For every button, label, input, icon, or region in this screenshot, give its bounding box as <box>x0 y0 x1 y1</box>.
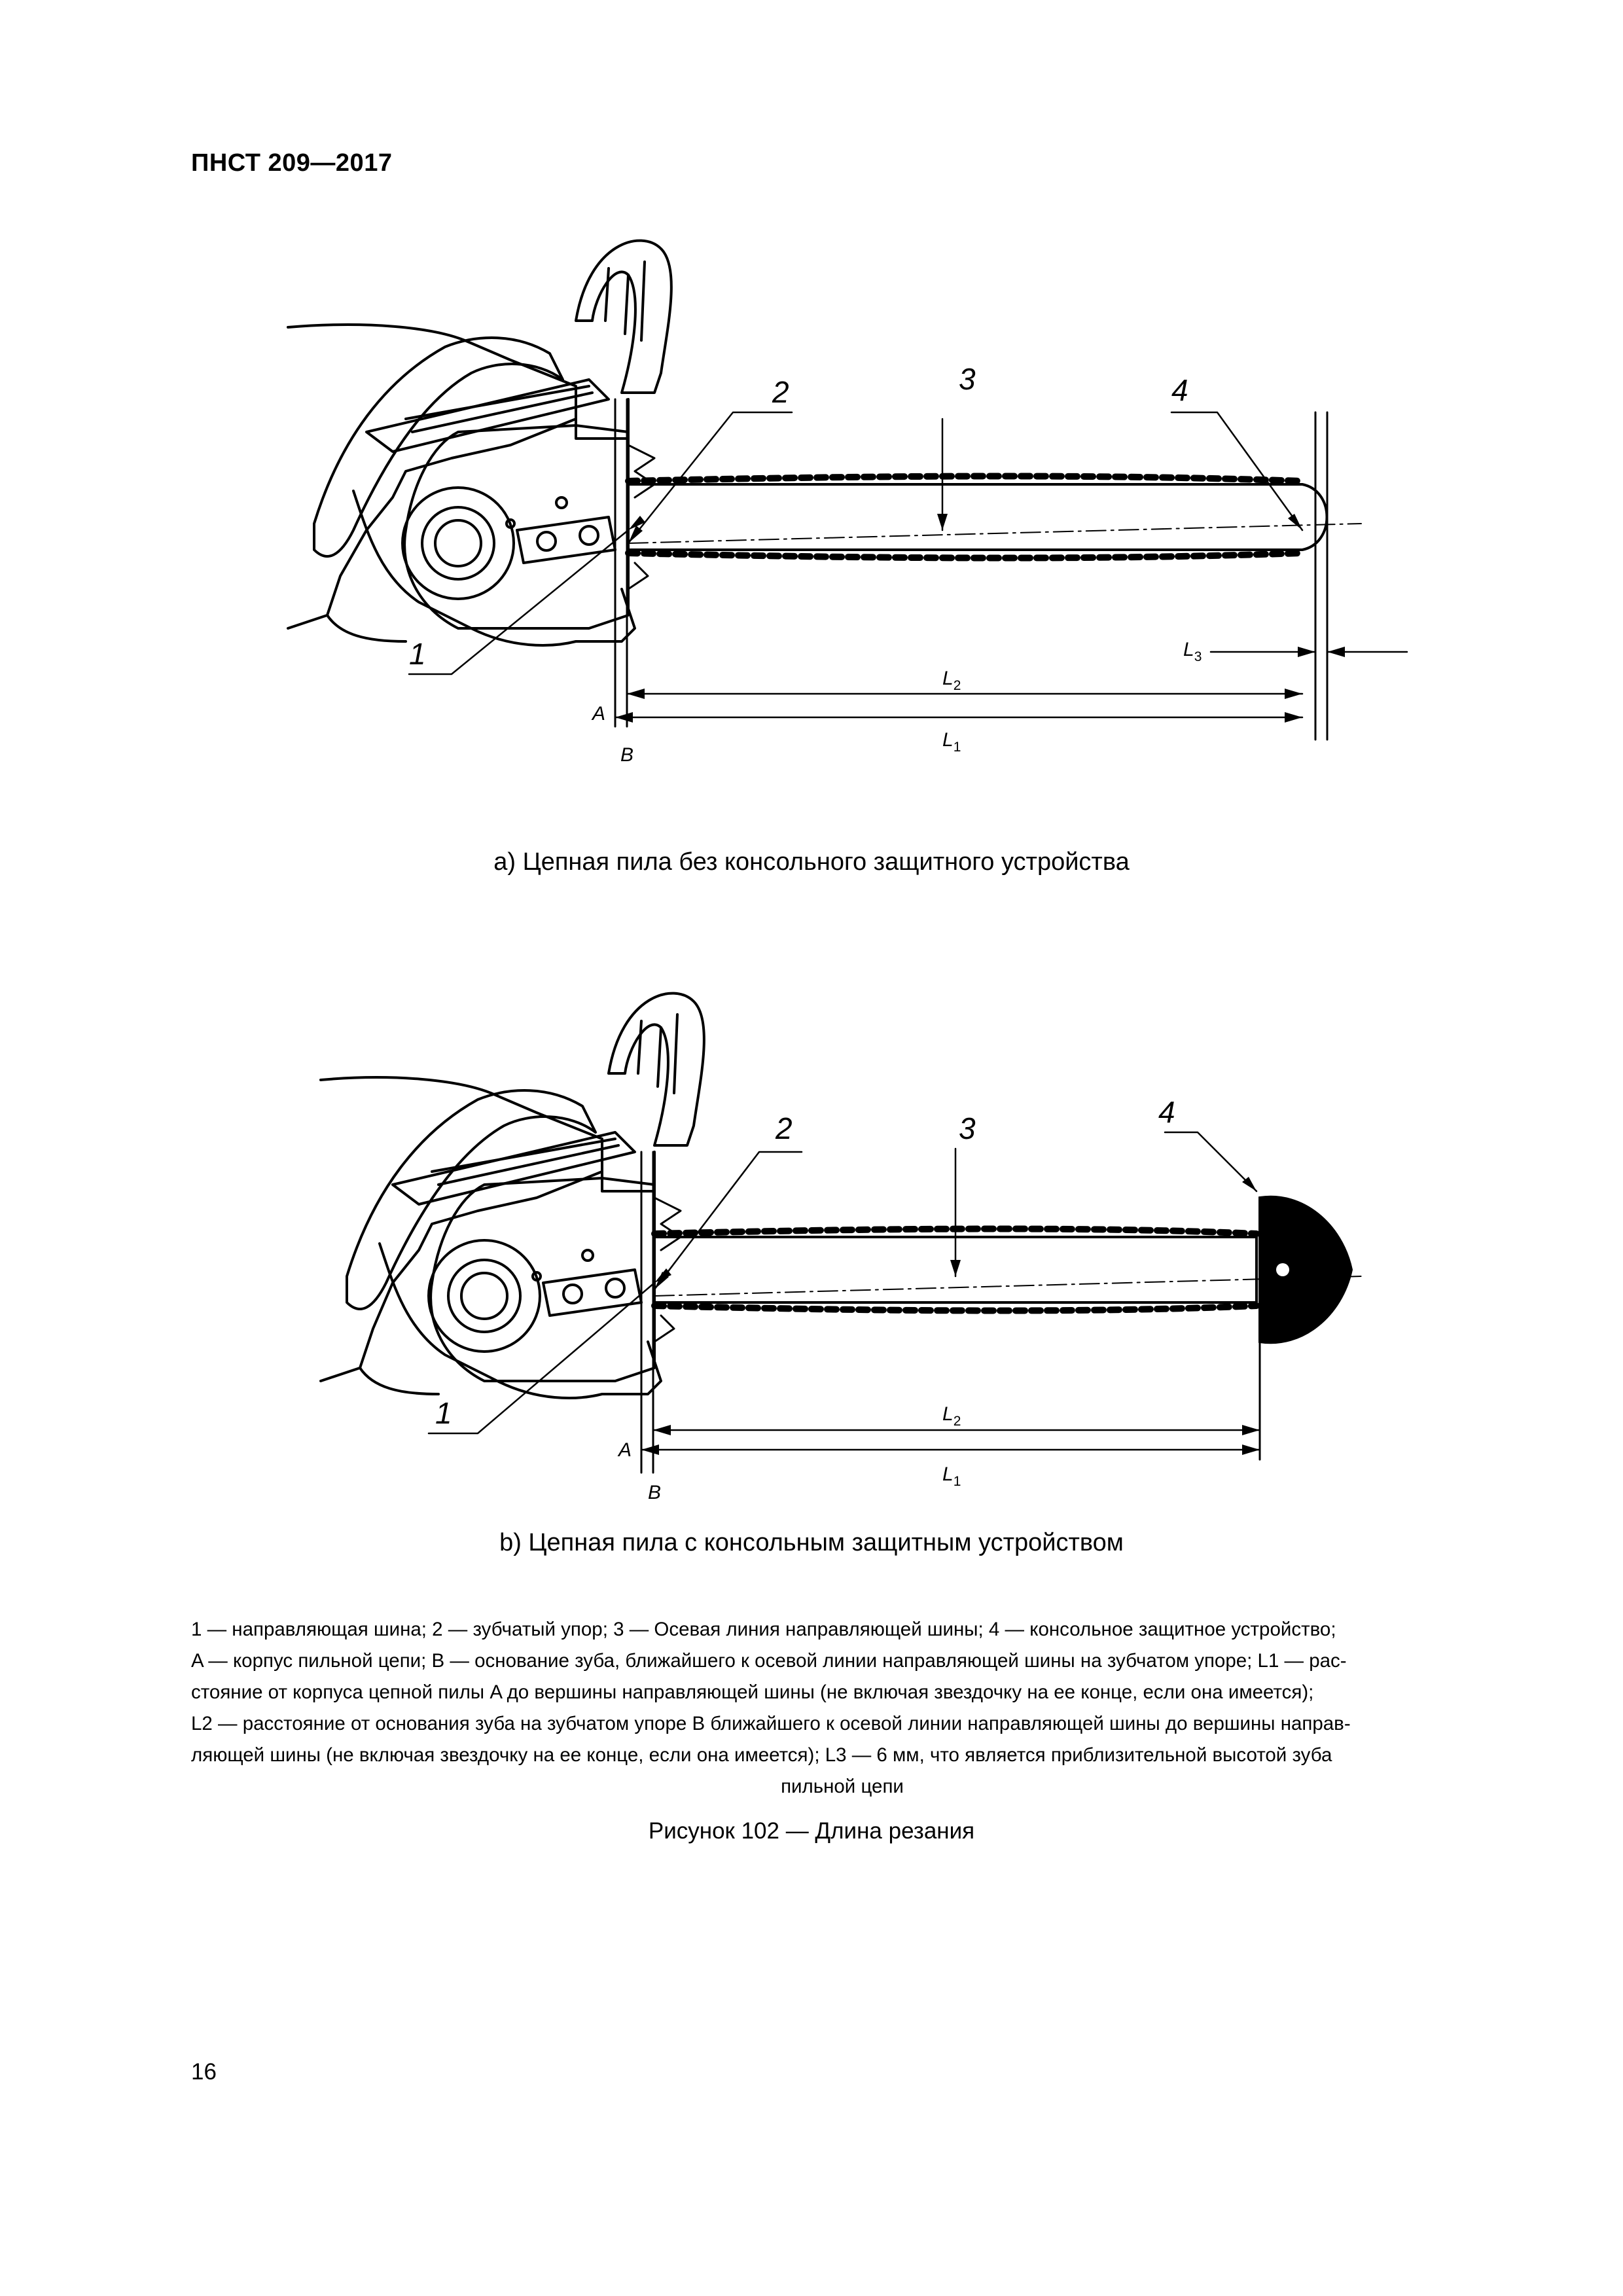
label-l2: L2 <box>942 1403 961 1429</box>
figure-title: Рисунок 102 — Длина резания <box>648 1818 975 1844</box>
page-number: 16 <box>191 2059 217 2085</box>
figure-b-drawing: 1 2 3 4 A B L2 L1 <box>319 992 1362 1503</box>
label-a: A <box>591 703 605 725</box>
callout-4: 4 <box>1158 1095 1175 1129</box>
figure-a-drawing: 1 2 3 4 A B L2 L1 L3 <box>287 239 1408 766</box>
legend-line: ляющей шины (не включая звездочку на ее … <box>191 1744 1332 1766</box>
figure-legend: 1 — направляющая шина; 2 — зубчатый упор… <box>191 1614 1493 1803</box>
legend-line: пильной цепи <box>781 1776 904 1797</box>
callout-3: 3 <box>959 362 976 396</box>
label-l2: L2 <box>942 668 961 693</box>
legend-line: A — корпус пильной цепи; B — основание з… <box>191 1650 1347 1672</box>
callout-1: 1 <box>409 637 426 671</box>
label-a: A <box>617 1439 632 1461</box>
label-l3: L3 <box>1183 639 1202 664</box>
document-code-header: ПНСТ 209—2017 <box>191 149 393 177</box>
figure-b-caption: b) Цепная пила с консольным защитным уст… <box>499 1529 1124 1556</box>
figure-a-chainsaw-without-guard: 1 2 3 4 A B L2 L1 L3 <box>0 223 1623 877</box>
label-l1: L1 <box>942 729 961 755</box>
legend-line: 1 — направляющая шина; 2 — зубчатый упор… <box>191 1619 1336 1640</box>
figure-a-caption: а) Цепная пила без консольного защитного… <box>493 848 1130 876</box>
callout-2: 2 <box>775 1111 793 1145</box>
legend-line: стояние от корпуса цепной пилы A до верш… <box>191 1681 1314 1703</box>
label-b: B <box>620 744 633 766</box>
label-b: B <box>648 1482 661 1503</box>
legend-line: L2 — расстояние от основания зуба на зуб… <box>191 1713 1351 1734</box>
nose-guard-shape <box>1258 1195 1353 1344</box>
callout-4: 4 <box>1171 373 1188 407</box>
figure-b-chainsaw-with-guard: 1 2 3 4 A B L2 L1 <box>0 975 1623 1538</box>
callout-2: 2 <box>772 375 789 409</box>
label-l1: L1 <box>942 1463 961 1489</box>
callout-3: 3 <box>959 1111 976 1145</box>
callout-1: 1 <box>435 1396 452 1430</box>
